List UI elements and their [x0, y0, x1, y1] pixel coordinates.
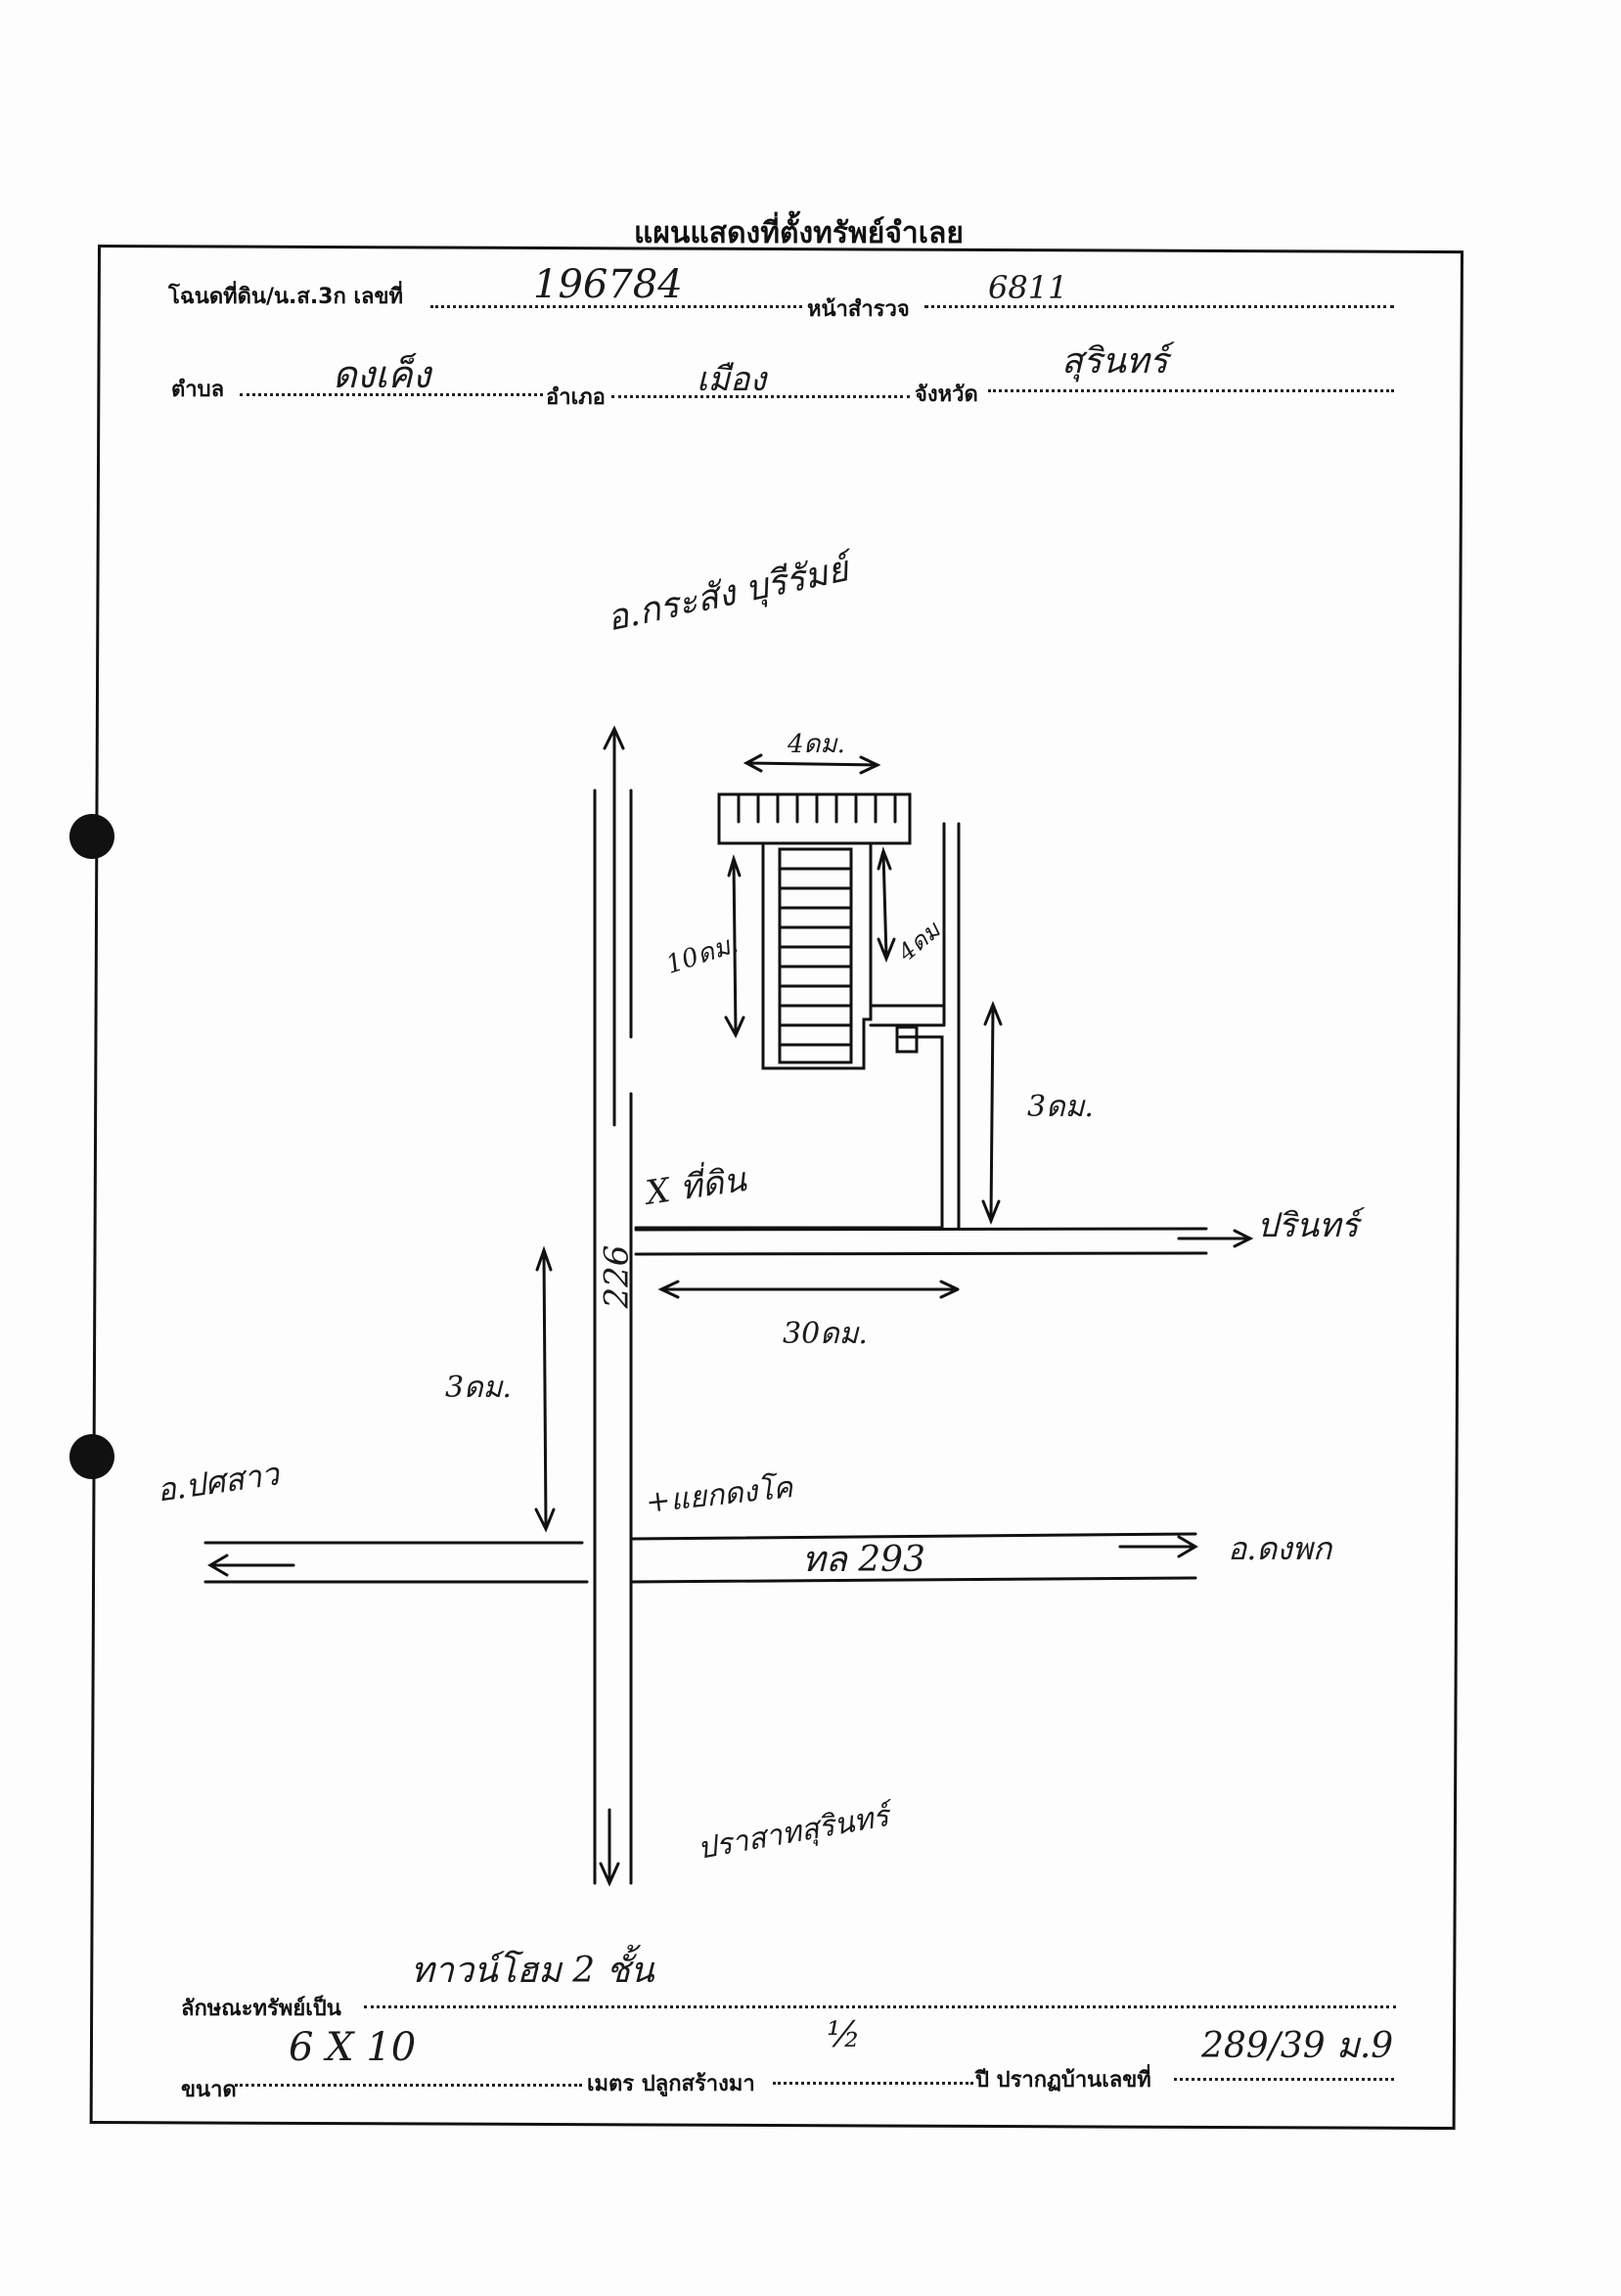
building-walls — [737, 841, 892, 1070]
deed-label: โฉนดที่ดิน/น.ส.3ก เลขที่ — [168, 285, 404, 309]
highway-south-edge — [203, 1576, 1197, 1584]
building-roof-hatching — [737, 792, 897, 824]
house-number-dots — [1174, 2078, 1394, 2081]
size-label: ขนาด — [181, 2078, 237, 2102]
deed-dots — [430, 305, 802, 308]
dimension-road-arrow — [657, 1280, 960, 1299]
district-dots — [611, 395, 910, 398]
property-type-value: ทาวน์โฮม 2 ชั้น — [411, 1951, 654, 1991]
plot-boundary-right — [898, 1035, 944, 1230]
north-south-road-south-arrow — [599, 1808, 620, 1887]
punch-hole-bottom — [69, 1434, 114, 1479]
building-stair-treads — [778, 867, 853, 1047]
survey-page-dots — [924, 305, 1394, 308]
lane-distance-label: 30ดม. — [783, 1317, 868, 1351]
province-value: สุรินทร์ — [1061, 341, 1168, 382]
built-label: เมตร ปลูกสร้างมา — [587, 2072, 755, 2096]
subdistrict-label: ตำบล — [171, 378, 225, 402]
building-width-label: 4ดม. — [788, 730, 845, 759]
setback-label: 3ดม. — [1027, 1090, 1094, 1124]
road-number-label: 226 — [597, 1244, 637, 1309]
building-annex — [869, 1004, 946, 1027]
plot-boundary-east-lane — [942, 822, 961, 1230]
east-destination-label: ปรินทร์ — [1257, 1206, 1359, 1245]
built-dots — [773, 2082, 973, 2085]
building-annex-box — [895, 1025, 919, 1054]
deed-number: 196784 — [533, 262, 683, 307]
building-stairs — [778, 847, 853, 1064]
survey-page-label: หน้าสำรวจ — [807, 297, 910, 322]
dimension-distance-arrow — [534, 1245, 556, 1533]
highway-west-arrow — [207, 1553, 295, 1577]
highway-number-label: ทล 293 — [802, 1540, 925, 1580]
highway-north-edge — [203, 1532, 1197, 1545]
dimension-length-arrow — [724, 854, 745, 1039]
district-label: อำเภอ — [546, 385, 606, 410]
dimension-setback-arrow — [981, 1000, 1003, 1226]
north-south-road-north-arrow — [603, 725, 625, 1127]
district-value: เมือง — [697, 360, 767, 399]
side-lane-east-arrow — [1177, 1229, 1254, 1248]
junction-distance-label: 3ดม. — [445, 1371, 512, 1405]
highway-east-arrow — [1118, 1535, 1198, 1558]
house-number-label: ปี ปรากฏบ้านเลขที่ — [975, 2068, 1151, 2093]
subdistrict-dots — [240, 393, 543, 396]
province-label: จังหวัด — [915, 383, 978, 407]
property-type-dots — [364, 2005, 1396, 2008]
east-highway-destination-label: อ.ดงพก — [1228, 1530, 1332, 1567]
size-value: 6 X 10 — [289, 2025, 417, 2070]
building-roof — [717, 792, 912, 845]
dimension-rear-arrow — [877, 846, 896, 964]
document-title: แผนแสดงที่ตั้งทรัพย์จำเลย — [634, 216, 964, 250]
property-type-label: ลักษณะทรัพย์เป็น — [181, 1997, 341, 2021]
punch-hole-top — [69, 814, 114, 859]
side-lane-south-edge — [634, 1251, 1208, 1256]
house-number-value: 289/39 ม.9 — [1201, 2026, 1394, 2066]
dimension-width-arrow — [743, 753, 881, 775]
built-value: ½ — [827, 2015, 861, 2055]
subdistrict-value: ดงเค็ง — [333, 353, 431, 396]
survey-page-number: 6811 — [988, 269, 1068, 306]
province-dots — [988, 389, 1394, 392]
size-dots — [235, 2084, 582, 2087]
